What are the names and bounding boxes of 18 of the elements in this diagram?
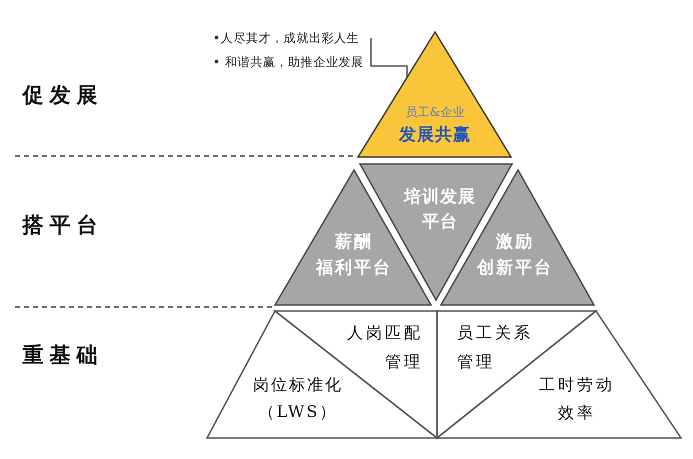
segment-label: 工时劳动效率 <box>539 374 615 424</box>
segment-label: 培训发展平台 <box>404 186 476 234</box>
platform-triangle <box>440 169 595 306</box>
tier-label: 重基础 <box>22 341 104 369</box>
leader-line <box>370 38 408 78</box>
segment-label: 员工&企业 <box>406 104 464 120</box>
segment-label: 人岗匹配管理 <box>347 322 423 373</box>
foundation-triangle <box>206 310 438 439</box>
segment-label: 员工关系管理 <box>457 322 533 373</box>
foundation-triangle <box>436 310 682 439</box>
segment-label: 岗位标准化（LWS） <box>253 374 343 423</box>
tier-label: 促发展 <box>20 81 104 109</box>
tier-label: 搭平台 <box>21 211 104 239</box>
segment-label: 薪酬福利平台 <box>316 231 392 280</box>
bullet-text: •人尽其才，成就出彩人生 <box>213 30 360 46</box>
segment-label: 发展共赢 <box>399 124 471 146</box>
segment-label: 激励创新平台 <box>477 231 553 280</box>
bullet-text: • 和谐共赢，助推企业发展 <box>213 54 364 70</box>
